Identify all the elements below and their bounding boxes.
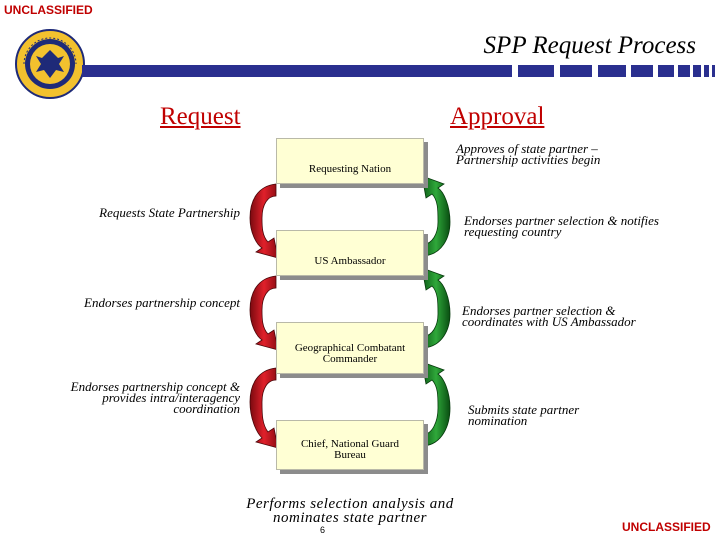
classification-top: UNCLASSIFIED [4,3,93,17]
approval-note-4: Submits state partner nomination [468,402,580,428]
approval-arrow-3 [421,361,451,447]
box-label: Requesting Nation [308,163,392,175]
box-label: Chief, National Guard Bureau [300,438,400,461]
classification-bottom: UNCLASSIFIED [622,520,711,534]
box-label: Geographical Combatant Commander [294,342,406,365]
page-number: 6 [320,525,326,535]
box-combatant-commander: Geographical Combatant Commander [276,322,424,374]
request-arrow-3 [249,367,279,449]
box-chief-ngb: Chief, National Guard Bureau [276,420,424,470]
approval-arrow-2 [421,267,451,349]
header-bars [82,65,715,77]
box-label: US Ambassador [314,255,386,267]
request-note-3: Endorses partnership concept & provides … [70,379,240,416]
approval-note-2: Endorses partner selection & notifies re… [464,213,659,239]
request-arrow-2 [249,275,279,351]
box-requesting-nation: Requesting Nation [276,138,424,184]
approval-note-3: Endorses partner selection & coordinates… [462,303,636,329]
request-note-1: Requests State Partnership [99,205,240,220]
approval-note-1: Approves of state partner – Partnership … [456,141,601,167]
bottom-note: Performs selection analysis and nominate… [246,496,454,526]
box-us-ambassador: US Ambassador [276,230,424,276]
request-heading: Request [160,103,241,130]
request-arrow-1 [249,183,279,259]
request-note-2: Endorses partnership concept [84,295,240,310]
slide-title: SPP Request Process [483,32,696,59]
approval-heading: Approval [450,103,545,130]
national-guard-bureau-seal-icon [15,29,85,99]
approval-arrow-1 [421,175,451,257]
